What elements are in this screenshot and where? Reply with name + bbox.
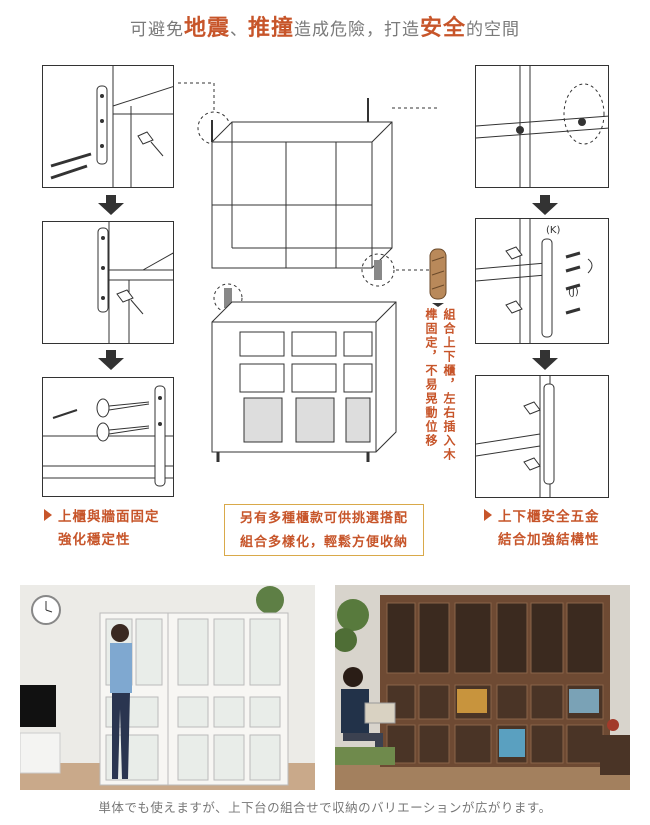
dowel-note: 組合上下櫃，左右插入木榫固定，不易晃動位移: [422, 308, 458, 468]
step-arrow-icon: [532, 350, 558, 370]
footer-note: 単体でも使えますが、上下台の組合せで収納のバリエーションが広がります。: [98, 800, 552, 815]
step-arrow-icon: [98, 195, 124, 215]
white-cabinet-scene: [20, 585, 315, 790]
headline-push: 推撞: [247, 16, 294, 41]
brown-cabinet-scene: [335, 585, 630, 790]
cabinet-assembly-diagram: [178, 82, 440, 462]
right-caption: 上下櫃安全五金 結合加強結構性: [484, 506, 600, 552]
hardware-label-k: (K): [546, 225, 561, 236]
center-caption-box: 另有多種櫃款可供挑選搭配 組合多樣化，輕鬆方便收納: [224, 504, 424, 556]
rail-illustration: [476, 66, 608, 187]
wall-mount-illustration: [50, 66, 173, 187]
screw-fixing-illustration: [43, 385, 173, 487]
headline: 可避免地震、推撞造成危險，打造安全的空間: [0, 10, 650, 42]
headline-part-2: 造成危險，打造: [294, 20, 420, 40]
wall-mount-detail-panel: [42, 65, 174, 188]
hardware-screws-panel: (K) (J): [475, 218, 609, 344]
bracket-detail-panel: [42, 221, 174, 344]
step-arrow-icon: [98, 350, 124, 370]
center-caption-line1: 另有多種櫃款可供挑選搭配: [239, 511, 408, 526]
headline-safety: 安全: [420, 16, 467, 41]
caption-marker-icon: [484, 509, 492, 521]
headline-part-1: 可避免: [129, 20, 184, 40]
headline-sep: 、: [229, 20, 248, 40]
right-caption-line1: 上下櫃安全五金: [498, 509, 600, 525]
caption-marker-icon: [44, 509, 52, 521]
assembled-hardware-panel: [475, 375, 609, 498]
center-caption-line2: 組合多樣化，輕鬆方便收納: [239, 535, 408, 550]
headline-part-3: 的空間: [466, 20, 521, 40]
left-caption-line1: 上櫃與牆面固定: [58, 509, 160, 525]
assembled-hardware-illustration: [476, 376, 555, 497]
brown-cabinet-photo: [335, 585, 630, 790]
screw-fixing-panel: [42, 377, 174, 497]
left-caption: 上櫃與牆面固定 強化穩定性: [44, 506, 160, 552]
step-arrow-icon: [532, 195, 558, 215]
left-caption-line2: 強化穩定性: [58, 532, 131, 548]
headline-earthquake: 地震: [183, 16, 230, 41]
hardware-label-j: (J): [568, 287, 579, 298]
wooden-dowel-icon: [429, 248, 447, 307]
bracket-illustration: [97, 222, 173, 343]
rail-detail-panel: [475, 65, 609, 188]
dowel-note-col2: 榫固定，不易晃動位移: [424, 308, 438, 448]
dowel-note-col1: 組合上下櫃，左右插入木: [442, 308, 456, 462]
hardware-screws-illustration: [476, 219, 593, 343]
white-cabinet-photo: [20, 585, 315, 790]
right-caption-line2: 結合加強結構性: [498, 532, 600, 548]
